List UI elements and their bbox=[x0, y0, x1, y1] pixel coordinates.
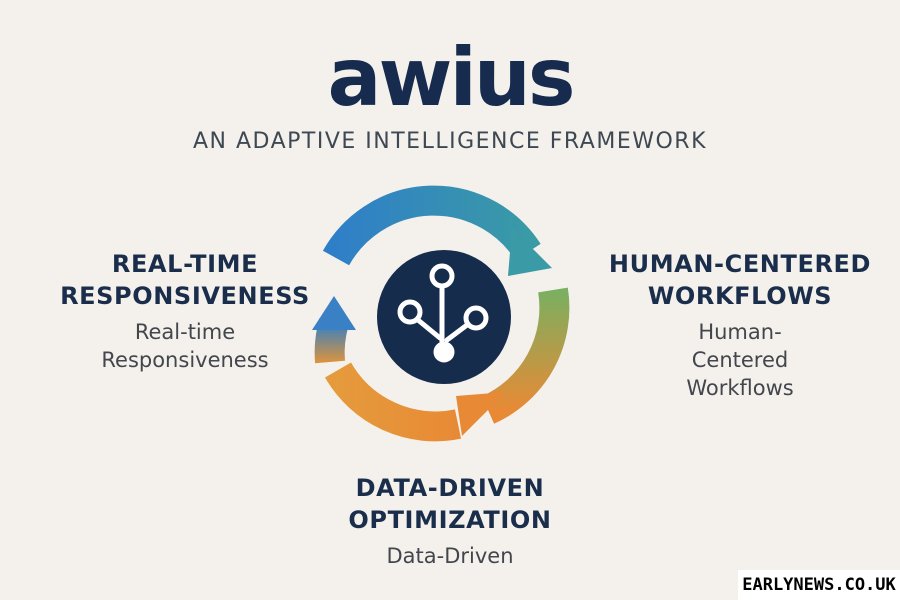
node-subtitle: Data-Driven bbox=[386, 544, 514, 568]
site-watermark: EARLYNEWS.CO.UK bbox=[738, 570, 900, 600]
network-hub-icon bbox=[397, 263, 489, 363]
cycle-arc-bottom bbox=[324, 362, 462, 442]
cycle-arrowhead-left bbox=[312, 296, 356, 330]
brand-logo: awius bbox=[327, 31, 576, 124]
cycle-diagram bbox=[312, 185, 570, 442]
cycle-arrowhead-right bbox=[508, 228, 552, 276]
cycle-arrowhead-bottom bbox=[456, 392, 506, 436]
cycle-node-human-centered: HUMAN-CENTERED WORKFLOWS Human- Centered… bbox=[595, 248, 885, 402]
node-subtitle: Real-time Responsiveness bbox=[101, 320, 269, 372]
cycle-node-data-driven: DATA-DRIVEN OPTIMIZATION Data-Driven bbox=[295, 472, 605, 570]
cycle-arc-top bbox=[322, 185, 541, 266]
cycle-node-realtime: REAL-TIME RESPONSIVENESS Real-time Respo… bbox=[40, 248, 330, 374]
node-heading: HUMAN-CENTERED WORKFLOWS bbox=[608, 250, 872, 310]
node-heading: REAL-TIME RESPONSIVENESS bbox=[60, 250, 310, 310]
tagline: AN ADAPTIVE INTELLIGENCE FRAMEWORK bbox=[193, 129, 707, 154]
node-heading: DATA-DRIVEN OPTIMIZATION bbox=[348, 474, 552, 534]
node-subtitle: Human- Centered Workflows bbox=[686, 320, 794, 400]
cycle-arc-right bbox=[481, 287, 570, 424]
